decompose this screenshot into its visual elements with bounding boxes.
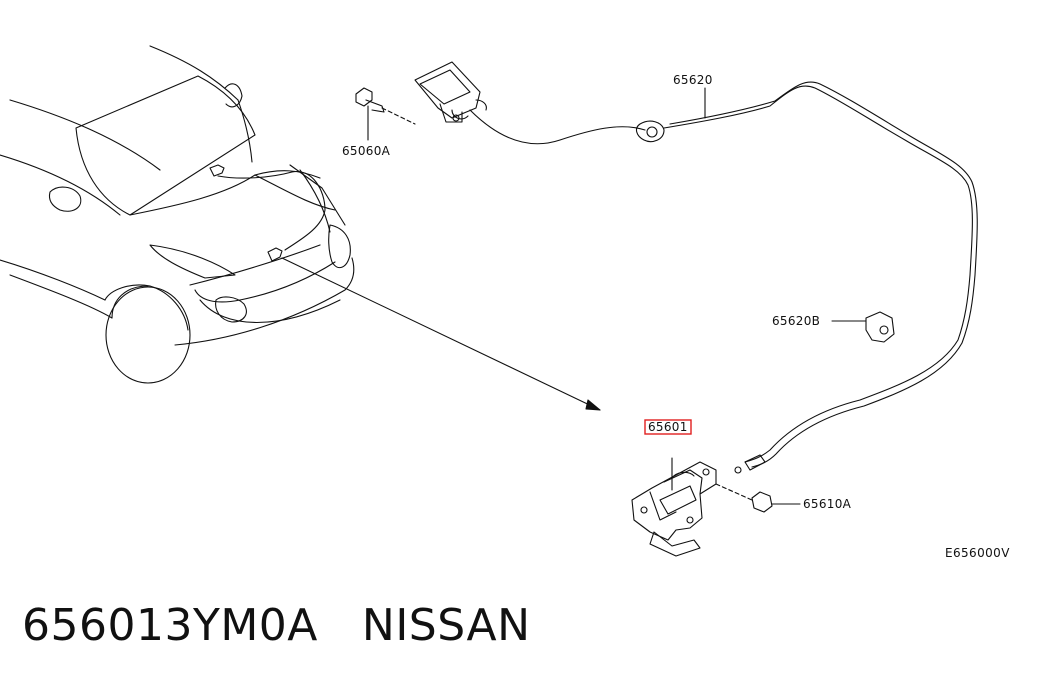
highlight-box [644, 419, 692, 435]
vehicle-illustration [0, 45, 355, 384]
release-handle [414, 61, 487, 123]
bolt-65610a-drawing [715, 483, 801, 513]
control-cable-drawing [469, 81, 978, 474]
label-65620: 65620 [673, 73, 713, 87]
caption: 656013YM0A NISSAN [22, 600, 531, 651]
callout-arrow [281, 257, 601, 411]
clip-65620b-drawing [831, 311, 895, 343]
label-65610a: 65610A [803, 497, 852, 511]
reference-code: E656000V [945, 546, 1010, 560]
label-65601[interactable]: 65601 [648, 420, 688, 434]
bolt-65060a-drawing [355, 87, 416, 141]
hood-lock-drawing [631, 457, 717, 557]
caption-part-number: 656013YM0A [22, 600, 318, 651]
label-65060a: 65060A [342, 144, 391, 158]
label-65620b: 65620B [772, 314, 820, 328]
caption-brand: NISSAN [361, 600, 531, 651]
